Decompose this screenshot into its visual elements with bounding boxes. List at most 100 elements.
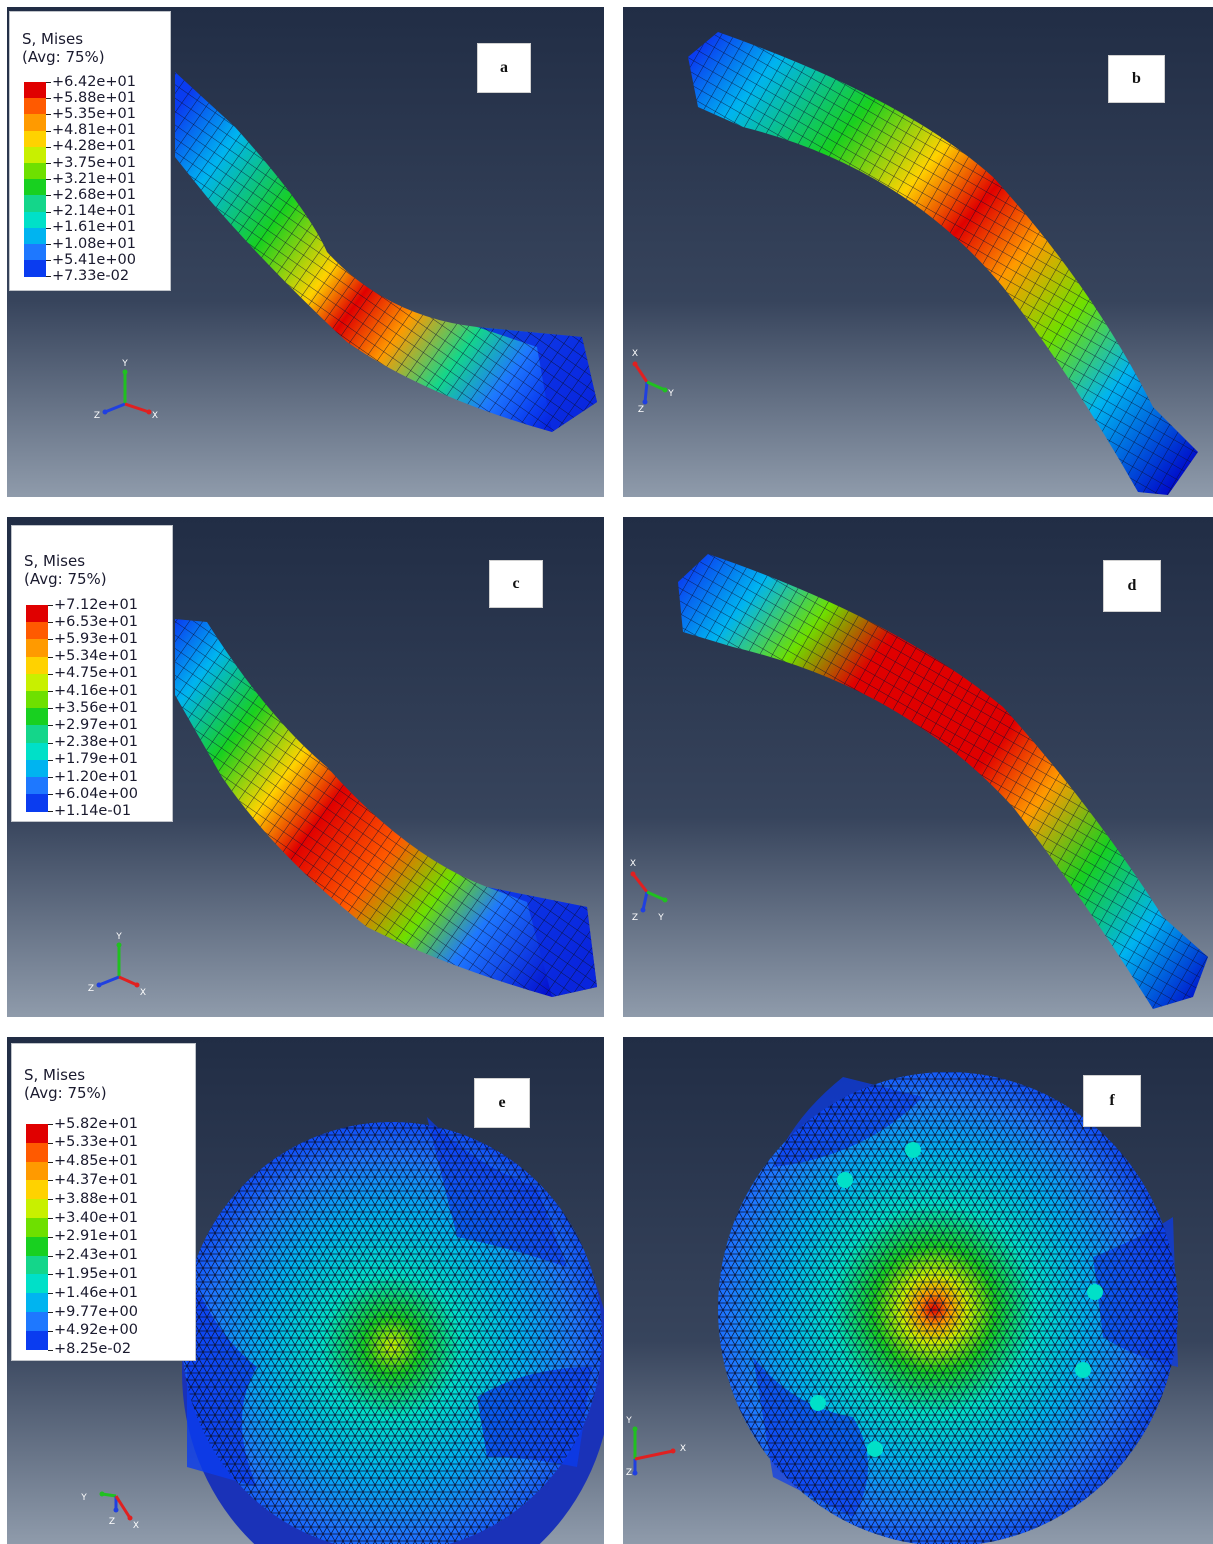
legend-value: +5.41e+00 bbox=[52, 251, 136, 268]
panel-a: S, Mises(Avg: 75%)+6.42e+01+5.88e+01+5.3… bbox=[7, 7, 604, 497]
legend-subtitle: (Avg: 75%) bbox=[22, 48, 105, 66]
legend-swatch bbox=[26, 605, 48, 623]
legend-value: +9.77e+00 bbox=[54, 1303, 138, 1320]
axis-arrowhead bbox=[632, 1426, 638, 1432]
legend-tick bbox=[46, 163, 51, 164]
legend-subtitle: (Avg: 75%) bbox=[24, 570, 107, 588]
legend-value: +5.33e+01 bbox=[54, 1134, 138, 1151]
legend-tick bbox=[48, 605, 53, 606]
legend-value: +5.34e+01 bbox=[54, 648, 138, 665]
axis-label: Z bbox=[109, 1517, 115, 1527]
legend-swatch bbox=[26, 673, 48, 692]
legend-swatch bbox=[26, 622, 48, 640]
legend-value: +2.14e+01 bbox=[52, 203, 136, 220]
axis-arrowhead bbox=[662, 897, 668, 903]
legend-tick bbox=[48, 639, 53, 641]
legend-tick bbox=[48, 1349, 53, 1351]
legend-tick bbox=[48, 777, 53, 778]
legend-value: +5.35e+01 bbox=[52, 105, 136, 122]
legend-value: +4.85e+01 bbox=[54, 1153, 138, 1170]
legend-swatch bbox=[24, 163, 46, 180]
legend-swatch bbox=[24, 211, 46, 229]
legend-tick bbox=[46, 260, 51, 262]
legend-swatch bbox=[26, 1236, 48, 1257]
legend-value: +7.12e+01 bbox=[54, 596, 138, 613]
legend-tick bbox=[46, 195, 51, 197]
legend-value: +3.88e+01 bbox=[54, 1190, 138, 1207]
legend-tick bbox=[48, 742, 53, 744]
legend-value: +8.25e-02 bbox=[54, 1341, 132, 1358]
legend-swatch bbox=[26, 1142, 48, 1163]
legend-value: +2.43e+01 bbox=[54, 1247, 138, 1264]
legend-tick bbox=[48, 1161, 53, 1163]
legend-swatch bbox=[24, 195, 46, 213]
axis-arrowhead bbox=[146, 409, 152, 415]
axis-label: Z bbox=[632, 913, 638, 923]
axis-label: Y bbox=[115, 932, 122, 942]
legend-tick bbox=[48, 1236, 53, 1238]
legend-tick bbox=[48, 691, 53, 692]
legend-value: +2.91e+01 bbox=[54, 1228, 138, 1245]
legend-swatch bbox=[24, 82, 46, 99]
legend-tick bbox=[46, 227, 51, 229]
axis-arrowhead bbox=[642, 399, 648, 405]
axis-label: Y bbox=[667, 389, 674, 399]
legend-e: S, Mises(Avg: 75%)+5.82e+01+5.33e+01+4.8… bbox=[11, 1043, 196, 1361]
legend-swatch bbox=[24, 146, 46, 164]
axis-arrowhead bbox=[96, 982, 102, 988]
legend-tick bbox=[48, 811, 53, 813]
legend-value: +1.20e+01 bbox=[54, 768, 138, 785]
legend-tick bbox=[48, 1330, 53, 1332]
legend-value: +1.95e+01 bbox=[54, 1265, 138, 1282]
legend-tick bbox=[46, 146, 51, 148]
axis-arrowhead bbox=[102, 409, 108, 415]
legend-value: +4.81e+01 bbox=[52, 122, 136, 139]
axis-label: X bbox=[680, 1444, 686, 1454]
legend-value: +4.37e+01 bbox=[54, 1171, 138, 1188]
legend-value: +2.68e+01 bbox=[52, 186, 136, 203]
legend-value: +6.42e+01 bbox=[52, 73, 136, 90]
legend-swatch bbox=[24, 98, 46, 115]
axis-label: Y bbox=[657, 913, 664, 923]
axis-label: Y bbox=[80, 1493, 87, 1503]
legend-swatch bbox=[24, 260, 46, 277]
legend-value: +4.28e+01 bbox=[52, 138, 136, 155]
panel-letter-f: f bbox=[1083, 1075, 1141, 1127]
legend-swatch bbox=[26, 1161, 48, 1181]
axis-arrowhead bbox=[630, 871, 636, 877]
axis-arrowhead bbox=[113, 1507, 119, 1513]
axis-label: X bbox=[632, 349, 638, 359]
legend-value: +5.88e+01 bbox=[52, 89, 136, 106]
legend-tick bbox=[46, 244, 51, 245]
axis-triad-b: XZY bbox=[632, 349, 674, 415]
legend-tick bbox=[48, 1180, 53, 1182]
legend-swatch bbox=[26, 708, 48, 726]
legend-swatch bbox=[26, 1293, 48, 1313]
legend-value: +3.21e+01 bbox=[52, 170, 136, 187]
axis-z-arrow bbox=[641, 891, 649, 911]
axis-x-arrow bbox=[114, 1495, 132, 1519]
legend-tick bbox=[48, 1199, 53, 1201]
axis-label: X bbox=[140, 988, 146, 998]
legend-tick bbox=[48, 1255, 53, 1257]
legend-tick bbox=[46, 179, 51, 181]
axis-z-arrow bbox=[98, 975, 120, 987]
axis-y-arrow bbox=[646, 380, 666, 392]
legend-value: +3.75e+01 bbox=[52, 154, 136, 171]
axis-x-arrow bbox=[634, 1449, 674, 1461]
panel-letter-c: c bbox=[489, 560, 543, 608]
axis-label: X bbox=[630, 859, 636, 869]
legend-value: +3.56e+01 bbox=[54, 699, 138, 716]
axis-arrowhead bbox=[662, 387, 668, 393]
legend-tick bbox=[48, 1124, 53, 1125]
legend-tick bbox=[48, 1218, 53, 1219]
legend-subtitle: (Avg: 75%) bbox=[24, 1084, 107, 1102]
legend-tick bbox=[48, 622, 53, 624]
axis-x-arrow bbox=[631, 873, 649, 893]
legend-swatch bbox=[24, 227, 46, 245]
legend-c: S, Mises(Avg: 75%)+7.12e+01+6.53e+01+5.9… bbox=[11, 525, 173, 822]
axis-arrowhead bbox=[99, 1491, 105, 1497]
legend-value: +1.14e-01 bbox=[54, 802, 132, 819]
